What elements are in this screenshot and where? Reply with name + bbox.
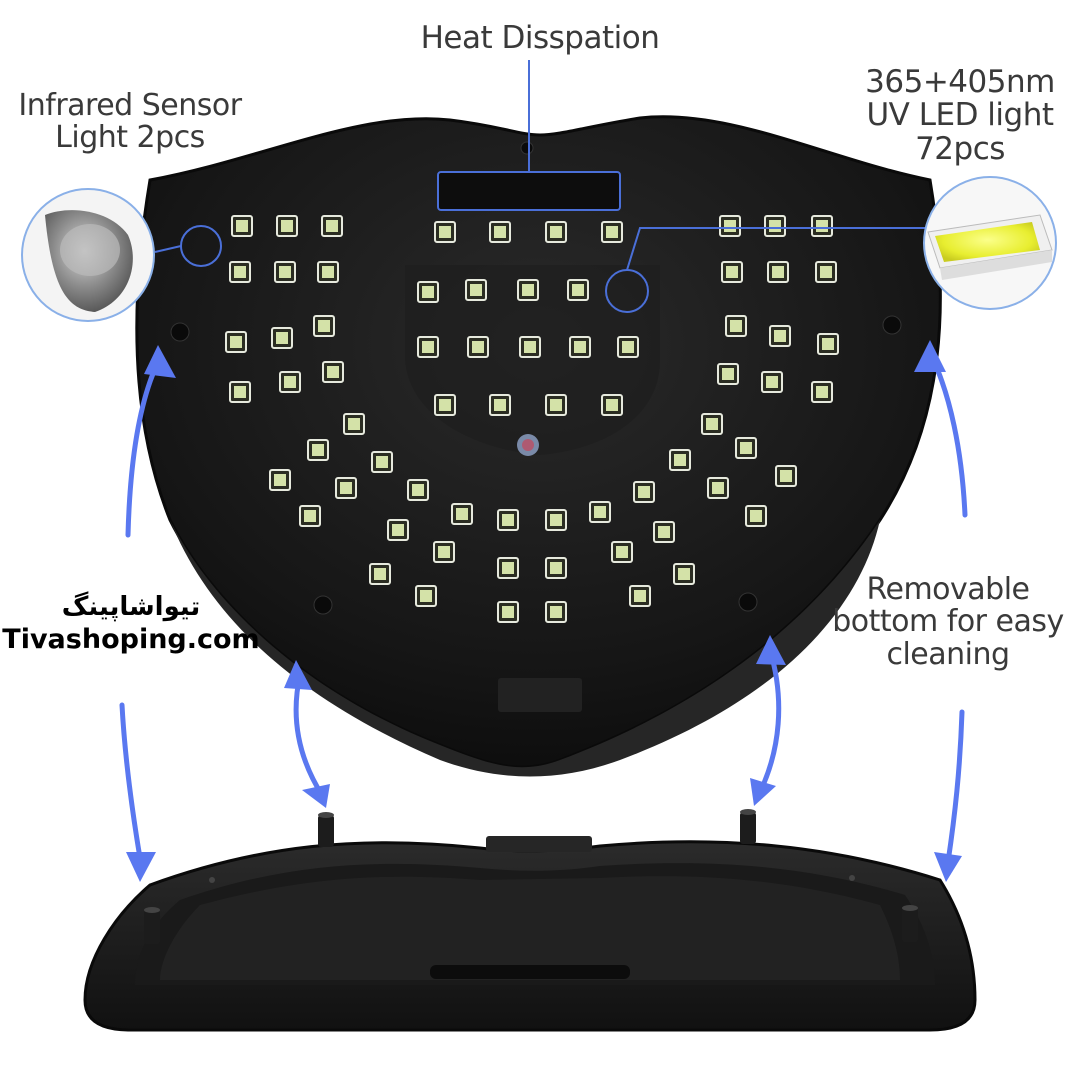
led-chip-lens — [326, 220, 338, 232]
led-chip-lens — [234, 266, 246, 278]
led-chip-lens — [472, 341, 484, 353]
led-chip-lens — [822, 338, 834, 350]
removable-bottom-label: Removable bottom for easy cleaning — [820, 572, 1076, 672]
removable-line-3: cleaning — [886, 636, 1010, 672]
led-chip-lens — [439, 399, 451, 411]
led-chip-lens — [722, 368, 734, 380]
led-chip-lens — [550, 562, 562, 574]
led-chip-lens — [678, 568, 690, 580]
led-chip-lens — [236, 220, 248, 232]
led-chip-lens — [622, 341, 634, 353]
led-chip-lens — [456, 508, 468, 520]
led-chip-lens — [816, 386, 828, 398]
led-chip-lens — [726, 266, 738, 278]
led-chip-lens — [674, 454, 686, 466]
led-chip-lens — [772, 266, 784, 278]
led-chip-lens — [374, 568, 386, 580]
led-chip-lens — [502, 562, 514, 574]
uv-line-1: 365+405nm — [865, 64, 1055, 100]
led-chip-lens — [574, 341, 586, 353]
uv-led-label: 365+405nm UV LED light 72pcs — [840, 64, 1080, 167]
led-chip-lens — [234, 386, 246, 398]
brand-name-persian: تیواشاپینگ — [61, 592, 201, 622]
led-chip-lens — [550, 606, 562, 618]
led-chip-lens — [502, 606, 514, 618]
led-chip-lens — [769, 220, 781, 232]
led-chip-lens — [706, 418, 718, 430]
led-chip-lens — [816, 220, 828, 232]
infrared-sensor-callout — [21, 188, 222, 322]
led-chip-lens — [392, 524, 404, 536]
led-chip-lens — [522, 284, 534, 296]
led-chip-lens — [438, 546, 450, 558]
led-chip-lens — [312, 444, 324, 456]
led-chip-lens — [420, 590, 432, 602]
uv-line-3: 72pcs — [915, 130, 1005, 167]
led-chip-lens — [340, 482, 352, 494]
removable-line-1: Removable — [866, 572, 1030, 607]
led-chip-lens — [606, 399, 618, 411]
led-chip-lens — [327, 366, 339, 378]
led-chip-lens — [730, 320, 742, 332]
led-chip-lens — [550, 514, 562, 526]
uv-led-callout — [605, 176, 1057, 313]
led-chip-lens — [318, 320, 330, 332]
led-chip-lens — [439, 226, 451, 238]
led-chip-lens — [658, 526, 670, 538]
led-chip-lens — [820, 266, 832, 278]
led-chip-closeup-icon — [927, 214, 1053, 280]
led-chip-lens — [594, 506, 606, 518]
infrared-sensor-icon — [45, 210, 133, 312]
led-chip-lens — [634, 590, 646, 602]
led-chip-lens — [276, 332, 288, 344]
led-chip-lens — [494, 399, 506, 411]
led-chip-lens — [724, 220, 736, 232]
uv-line-2: UV LED light — [866, 97, 1054, 134]
led-chip-lens — [524, 341, 536, 353]
led-chip-lens — [422, 341, 434, 353]
led-chip-lens — [376, 456, 388, 468]
led-chip-lens — [348, 418, 360, 430]
led-chip-lens — [422, 286, 434, 298]
heat-dissipation-label: Heat Disspation — [360, 20, 720, 56]
led-chip-icon — [225, 215, 839, 623]
brand-name-url: Tivashoping.com — [2, 624, 260, 655]
led-chip-lens — [470, 284, 482, 296]
led-chip-lens — [304, 510, 316, 522]
removable-line-2: bottom for easy — [832, 604, 1064, 640]
led-chip-lens — [284, 376, 296, 388]
arrow-head — [126, 340, 962, 882]
led-chip-lens — [740, 442, 752, 454]
led-chip-lens — [550, 399, 562, 411]
infrared-line-1: Infrared Sensor — [18, 88, 242, 123]
led-chip-lens — [230, 336, 242, 348]
led-chip-lens — [279, 266, 291, 278]
infrared-line-2: Light 2pcs — [55, 120, 205, 156]
led-chip-lens — [412, 484, 424, 496]
led-chip-lens — [502, 514, 514, 526]
led-chip-lens — [638, 486, 650, 498]
led-chip-lens — [606, 226, 618, 238]
led-chip-lens — [494, 226, 506, 238]
led-chip-lens — [572, 284, 584, 296]
led-chip-lens — [616, 546, 628, 558]
led-chip-lens — [774, 330, 786, 342]
lamp-base — [83, 809, 977, 1032]
led-chip-lens — [780, 470, 792, 482]
led-chip-lens — [766, 376, 778, 388]
heat-dissipation-text: Heat Disspation — [420, 20, 660, 56]
led-chip-lens — [322, 266, 334, 278]
led-chip-lens — [274, 474, 286, 486]
led-chip-lens — [281, 220, 293, 232]
brand-watermark: تیواشاپینگ Tivashoping.com — [0, 592, 262, 655]
infrared-sensor-label: Infrared Sensor Light 2pcs — [0, 88, 260, 156]
led-chip-lens — [712, 482, 724, 494]
led-chip-lens — [750, 510, 762, 522]
led-chip-lens — [550, 226, 562, 238]
